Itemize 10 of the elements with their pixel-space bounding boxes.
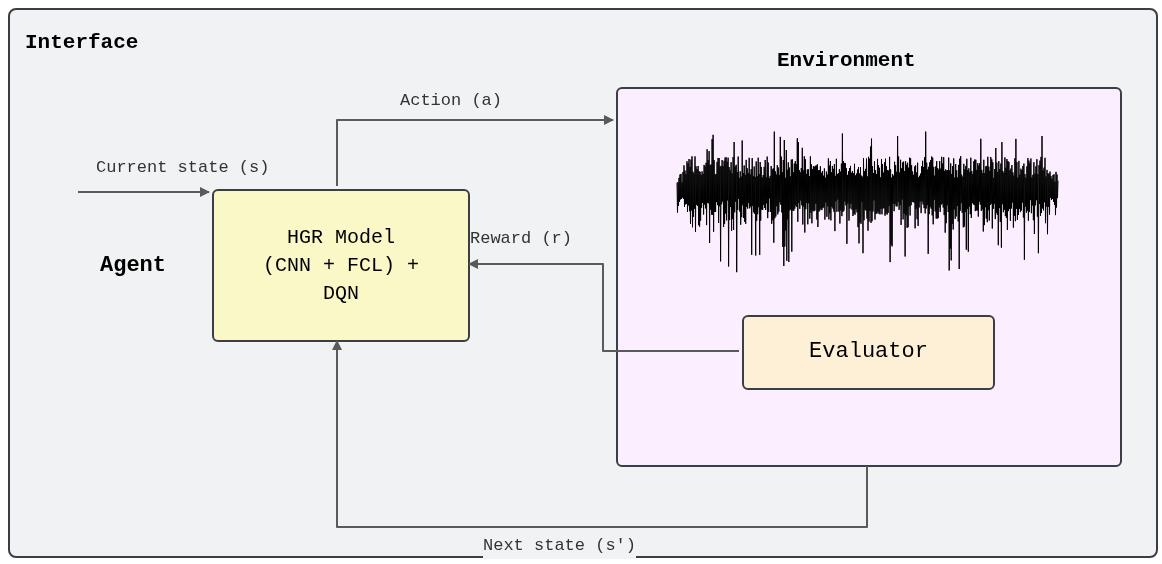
panel-heading: Interface xyxy=(25,30,139,56)
panel-heading: Environment xyxy=(777,48,916,74)
arrow xyxy=(77,187,210,197)
arrow xyxy=(336,115,614,187)
process-box: HGR Model (CNN + FCL) + DQN xyxy=(212,189,470,342)
arrow xyxy=(468,259,740,352)
node-caption: Agent xyxy=(100,252,166,280)
arrow xyxy=(332,340,868,528)
process-box: Evaluator xyxy=(742,315,995,390)
interface-panel xyxy=(8,8,1158,558)
